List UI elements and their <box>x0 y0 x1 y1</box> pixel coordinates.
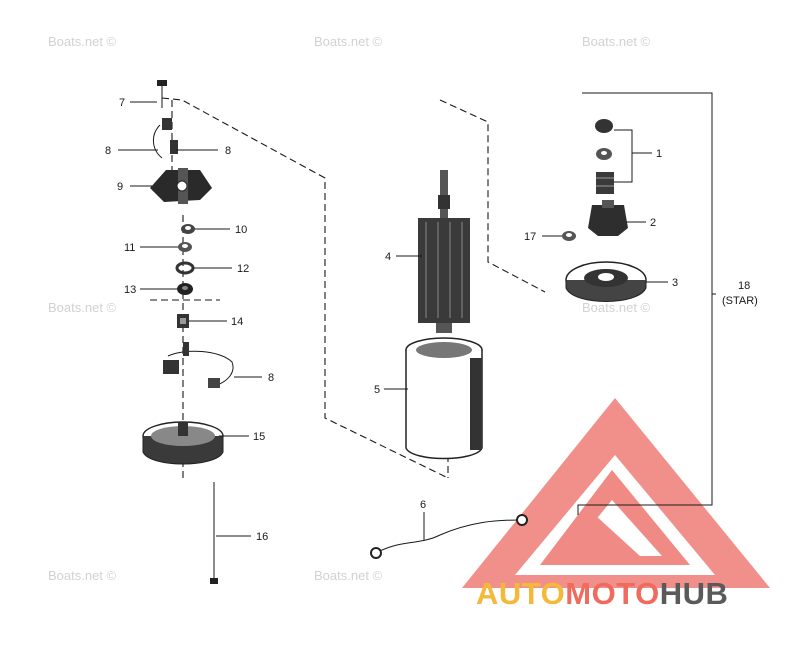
watermark: Boats.net © <box>582 34 651 49</box>
watermark: Boats.net © <box>314 34 383 49</box>
through-bolt-part-16 <box>210 482 218 584</box>
armature-part-4 <box>418 170 470 333</box>
leader-lines <box>118 101 668 540</box>
field-frame-part-5 <box>405 337 483 460</box>
watermark: Boats.net © <box>314 568 383 583</box>
callout-1: 1 <box>656 148 662 160</box>
brush-spring-part-8 <box>153 118 178 159</box>
callout-15: 15 <box>253 431 265 443</box>
watermark: Boats.net © <box>48 300 117 315</box>
callout-14: 14 <box>231 316 243 328</box>
callout-18: 18 <box>738 280 750 292</box>
bolt-part-7 <box>157 80 167 108</box>
nut-part-13 <box>177 283 193 295</box>
brush-lead-part-8 <box>163 342 234 388</box>
cable-part-6 <box>370 514 528 559</box>
logo-wordmark: AUTOMOTOHUB <box>476 576 728 611</box>
nut-part-17 <box>562 231 576 241</box>
callout-8: 8 <box>225 145 231 157</box>
callout-16: 16 <box>256 531 268 543</box>
callout-12: 12 <box>237 263 249 275</box>
washer-part-12 <box>175 261 195 275</box>
callout-13: 13 <box>124 284 136 296</box>
callout-labels: 7 8 8 9 10 11 12 13 14 8 15 16 4 5 6 1 2… <box>105 97 758 543</box>
callout-10: 10 <box>235 224 247 236</box>
terminal-part-14 <box>177 314 189 328</box>
callout-5: 5 <box>374 384 380 396</box>
callout-8: 8 <box>105 145 111 157</box>
callout-3: 3 <box>672 277 678 289</box>
drive-parts-part-1 <box>595 119 633 194</box>
pinion-part-2 <box>588 200 628 236</box>
nut-part-10 <box>181 224 195 234</box>
callout-6: 6 <box>420 499 426 511</box>
callout-4: 4 <box>385 251 391 263</box>
callout-7: 7 <box>119 97 125 109</box>
callout-9: 9 <box>117 181 123 193</box>
callout-2: 2 <box>650 217 656 229</box>
callout-17: 17 <box>524 231 536 243</box>
watermark: Boats.net © <box>582 300 651 315</box>
watermark: Boats.net © <box>48 34 117 49</box>
callout-18-star: (STAR) <box>722 295 758 307</box>
callout-8: 8 <box>268 372 274 384</box>
end-cap-part-15 <box>142 421 224 465</box>
watermark: Boats.net © <box>48 568 117 583</box>
drive-end-frame-part-3 <box>565 261 647 302</box>
brush-holder-part-9 <box>150 168 212 204</box>
washer-part-11 <box>178 242 192 252</box>
logo-triangle-mark <box>462 398 770 588</box>
callout-11: 11 <box>124 242 135 254</box>
